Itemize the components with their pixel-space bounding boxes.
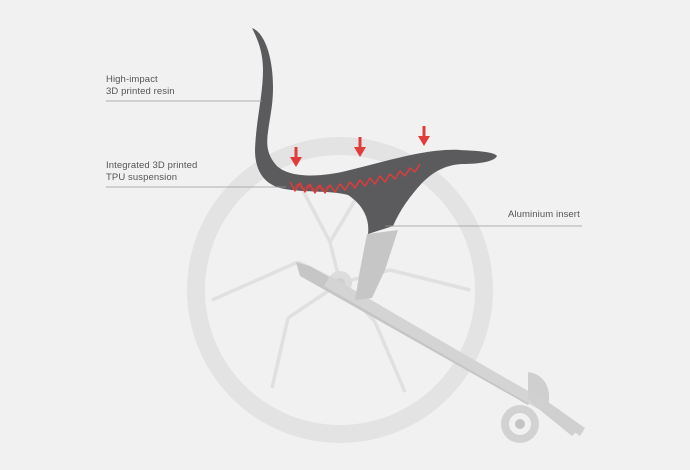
pressure-arrows (290, 126, 430, 167)
callout-tpu-line2: TPU suspension (106, 172, 178, 183)
tpu-suspension (289, 163, 421, 194)
frame (296, 230, 585, 436)
frame-lower-tube (324, 276, 560, 418)
seat-shell (252, 28, 497, 234)
callout-resin-line1: High-impact (106, 74, 158, 85)
down-arrow-icon (418, 126, 430, 146)
callout-aluminium-line1: Aluminium insert (508, 209, 580, 220)
caster-wheel (501, 405, 539, 443)
callout-resin: High-impact 3D printed resin (106, 74, 175, 98)
aluminium-insert-shape (355, 230, 398, 300)
caster-hub (515, 419, 525, 429)
down-arrow-icon (354, 137, 366, 157)
callout-tpu: Integrated 3D printed TPU suspension (106, 160, 197, 184)
callout-tpu-line1: Integrated 3D printed (106, 160, 198, 171)
tpu-zigzag (289, 163, 421, 194)
footrest (532, 395, 585, 436)
callout-resin-line2: 3D printed resin (106, 86, 175, 97)
callout-aluminium: Aluminium insert (508, 209, 580, 221)
leader-lines (106, 100, 582, 227)
tpu-zigzag-lower (292, 183, 329, 192)
down-arrow-icon (290, 147, 302, 167)
